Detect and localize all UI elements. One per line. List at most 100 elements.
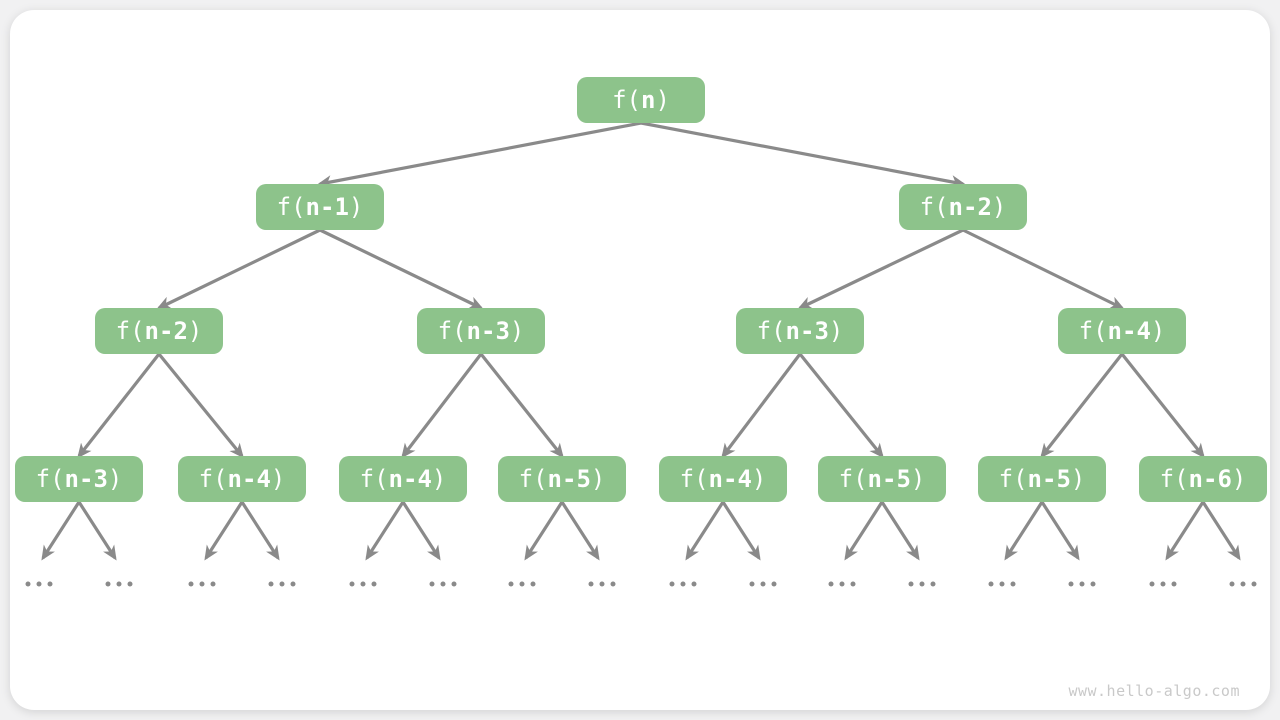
ellipsis-dot xyxy=(599,581,605,587)
node-label-bold: n xyxy=(641,86,656,114)
edge-arrow xyxy=(157,352,244,459)
watermark: www.hello-algo.com xyxy=(1068,682,1240,700)
tree-node: f(n-2) xyxy=(95,308,223,354)
ellipsis xyxy=(105,581,133,587)
ellipsis xyxy=(828,581,856,587)
edge-arrow xyxy=(77,353,161,459)
ellipsis-dot xyxy=(1160,581,1166,587)
ellipsis xyxy=(908,581,936,587)
edge-arrow xyxy=(1004,501,1044,561)
node-label-post: ) xyxy=(590,465,606,493)
node-label-pre: f( xyxy=(679,465,709,493)
ellipsis-dot xyxy=(680,581,686,587)
ellipsis-dot xyxy=(371,581,377,587)
ellipsis xyxy=(669,581,697,587)
tree-node: f(n-4) xyxy=(339,456,467,502)
ellipsis-dot xyxy=(930,581,936,587)
ellipsis-dot xyxy=(588,581,594,587)
edge-arrow xyxy=(844,501,884,561)
tree-node: f(n-3) xyxy=(15,456,143,502)
node-label-pre: f( xyxy=(919,193,949,221)
ellipsis xyxy=(749,581,777,587)
ellipsis-dot xyxy=(919,581,925,587)
node-label-bold: n-4 xyxy=(227,465,271,493)
tree-node: f(n) xyxy=(577,77,705,123)
edge-arrow xyxy=(365,501,405,561)
edge-arrow xyxy=(1040,501,1080,561)
edge-arrow xyxy=(880,501,920,561)
node-label-post: ) xyxy=(1070,465,1086,493)
node-label-bold: n-3 xyxy=(785,317,829,345)
ellipsis-dot xyxy=(268,581,274,587)
edge-arrow xyxy=(798,352,884,459)
ellipsis xyxy=(429,581,457,587)
tree-node: f(n-6) xyxy=(1139,456,1267,502)
ellipsis-dot xyxy=(360,581,366,587)
edge-arrow xyxy=(524,501,564,561)
ellipsis xyxy=(988,581,1016,587)
ellipsis-dot xyxy=(116,581,122,587)
ellipsis xyxy=(1149,581,1177,587)
ellipsis xyxy=(188,581,216,587)
ellipsis-dot xyxy=(47,581,53,587)
edge-arrow xyxy=(640,121,966,189)
node-label-post: ) xyxy=(1150,317,1166,345)
ellipsis-dot xyxy=(451,581,457,587)
node-label-bold: n-2 xyxy=(948,193,992,221)
edge-arrow xyxy=(1040,353,1124,459)
edge-arrow xyxy=(962,228,1125,310)
node-label-post: ) xyxy=(751,465,767,493)
ellipsis-dot xyxy=(127,581,133,587)
edge-arrow xyxy=(721,353,802,459)
ellipsis-dot xyxy=(908,581,914,587)
node-label-bold: n-5 xyxy=(547,465,591,493)
ellipsis-dot xyxy=(349,581,355,587)
edge-arrow xyxy=(1120,353,1205,459)
ellipsis-dot xyxy=(429,581,435,587)
ellipsis xyxy=(268,581,296,587)
edge-arrow xyxy=(156,228,321,310)
node-label-bold: n-4 xyxy=(1107,317,1151,345)
ellipsis xyxy=(1068,581,1096,587)
edge-arrow xyxy=(721,501,761,561)
ellipsis-dot xyxy=(1010,581,1016,587)
edge-arrow xyxy=(1201,501,1241,561)
ellipsis-dot xyxy=(199,581,205,587)
tree-node: f(n-3) xyxy=(736,308,864,354)
node-label-bold: n-6 xyxy=(1188,465,1232,493)
tree-node: f(n-5) xyxy=(818,456,946,502)
ellipsis-dot xyxy=(669,581,675,587)
tree-node: f(n-4) xyxy=(178,456,306,502)
ellipsis-dot xyxy=(610,581,616,587)
ellipsis-dot xyxy=(691,581,697,587)
ellipsis-dot xyxy=(1251,581,1257,587)
node-label-post: ) xyxy=(431,465,447,493)
node-label-pre: f( xyxy=(612,86,641,114)
tree-node: f(n-2) xyxy=(899,184,1027,230)
node-label-bold: n-4 xyxy=(708,465,752,493)
node-label-bold: n-2 xyxy=(144,317,188,345)
tree-node: f(n-5) xyxy=(498,456,626,502)
tree-node: f(n-3) xyxy=(417,308,545,354)
tree-node: f(n-1) xyxy=(256,184,384,230)
node-label-bold: n-5 xyxy=(867,465,911,493)
edge-arrow xyxy=(401,501,441,561)
ellipsis-dot xyxy=(1229,581,1235,587)
ellipsis-dot xyxy=(1149,581,1155,587)
ellipsis-dot xyxy=(188,581,194,587)
node-label-bold: n-5 xyxy=(1027,465,1071,493)
tree-node: f(n-4) xyxy=(1058,308,1186,354)
edge-arrow xyxy=(41,501,81,561)
ellipsis-dot xyxy=(850,581,856,587)
edge-arrow xyxy=(797,228,964,310)
diagram-card xyxy=(10,10,1270,710)
edge-arrow xyxy=(319,228,484,310)
ellipsis-dot xyxy=(440,581,446,587)
node-label-pre: f( xyxy=(198,465,228,493)
node-label-post: ) xyxy=(1231,465,1247,493)
node-label-post: ) xyxy=(187,317,203,345)
edge-arrow xyxy=(560,501,600,561)
node-label-pre: f( xyxy=(756,317,786,345)
